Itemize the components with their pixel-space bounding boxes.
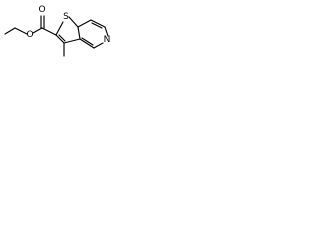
bond-carbonyl-c2	[41, 27, 57, 36]
bond-c2-c3-inner	[58, 34, 66, 42]
bond-ethyl-ch2-o	[14, 27, 28, 35]
bond-c3-c3a	[63, 38, 81, 44]
bond-c7-c6	[90, 19, 106, 28]
bond-c4-c3a	[79, 38, 95, 49]
bond-c7-c6-inner	[91, 22, 103, 29]
bond-s-c7a	[68, 16, 79, 28]
bond-c2-s	[55, 21, 64, 36]
bond-c6-n	[104, 26, 109, 37]
sulfur-label: S	[63, 12, 69, 22]
bond-n-c4	[93, 42, 104, 49]
nitrogen-label: N	[104, 35, 111, 45]
bond-c2-c3	[55, 34, 65, 44]
bond-c3a-c7a	[77, 26, 81, 40]
bond-c4-c3a-inner	[81, 37, 94, 46]
ester-oxygen-label: O	[26, 30, 33, 40]
bond-ethyl-ch3-ch2	[4, 27, 16, 35]
carbonyl-oxygen-label: O	[38, 5, 45, 15]
bond-c7a-c7	[77, 19, 92, 28]
bond-o-carbonyl-c	[32, 27, 43, 34]
thienopyridine-ester-structure: O O S N	[4, 5, 111, 57]
